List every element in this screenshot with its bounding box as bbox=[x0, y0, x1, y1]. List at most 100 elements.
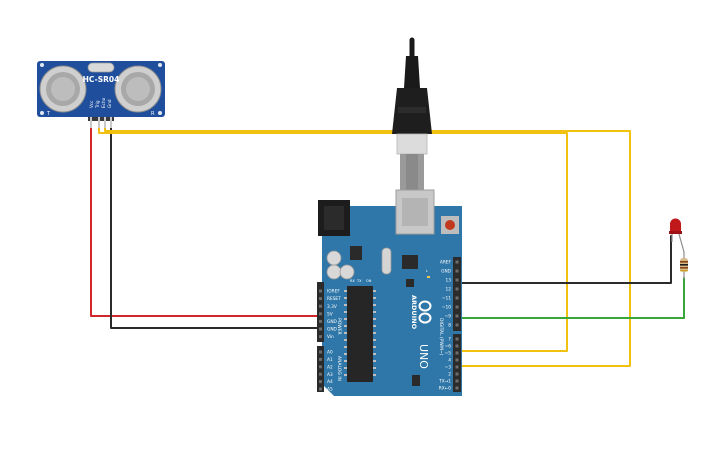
led-indicator-on-label: ON bbox=[366, 279, 372, 283]
wire-trig-yellow[interactable] bbox=[98, 126, 568, 352]
header-pin-label: A5 bbox=[327, 387, 333, 393]
header-pin-hole[interactable] bbox=[319, 312, 322, 316]
sensor-pin-label-trig: Trig bbox=[95, 100, 100, 109]
digital-header-upper bbox=[453, 257, 461, 331]
capacitor bbox=[326, 264, 342, 280]
header-pin-hole[interactable] bbox=[455, 260, 459, 264]
header-pin-hole[interactable] bbox=[319, 319, 322, 323]
header-pin-hole[interactable] bbox=[455, 358, 459, 362]
header-pin-label: 13 bbox=[446, 278, 452, 284]
usb-plug-band bbox=[398, 107, 426, 113]
resistor-band bbox=[680, 264, 688, 266]
digital-caption: DIGITAL (PWM~) bbox=[438, 318, 444, 356]
sensor-pin-label-gnd: Gnd bbox=[107, 99, 112, 108]
usb-cable[interactable] bbox=[392, 37, 432, 190]
small-chip bbox=[402, 255, 418, 269]
board-brand-label: ARDUINO bbox=[410, 295, 418, 330]
header-pin-label: 8 bbox=[448, 323, 451, 329]
arduino-logo bbox=[418, 300, 432, 324]
capacitor bbox=[326, 250, 342, 266]
header-pin-hole[interactable] bbox=[455, 365, 459, 369]
led-anode-leg bbox=[678, 233, 685, 253]
reset-button[interactable] bbox=[445, 220, 455, 230]
header-pin-label: GND bbox=[327, 319, 338, 325]
header-pin-hole[interactable] bbox=[319, 335, 322, 339]
sensor-mount-hole bbox=[40, 63, 44, 67]
sensor-pin-vcc[interactable] bbox=[90, 117, 92, 128]
header-pin-label: A1 bbox=[327, 357, 333, 363]
header-pin-hole[interactable] bbox=[455, 386, 459, 390]
led-indicator-rx-label: RX bbox=[350, 279, 355, 283]
header-pin-label: ~3 bbox=[445, 365, 452, 371]
arduino-uno-board[interactable]: L ON TX RX A bbox=[317, 189, 462, 396]
header-pin-label: RESET bbox=[327, 296, 341, 302]
header-pin-hole[interactable] bbox=[455, 379, 459, 383]
analog-header bbox=[317, 346, 324, 392]
sensor-crystal bbox=[87, 62, 115, 73]
header-pin-hole[interactable] bbox=[319, 350, 322, 354]
usb-plug-collar bbox=[396, 133, 428, 155]
power-caption: POWER bbox=[336, 318, 342, 335]
sensor-pin-label-vcc: Vcc bbox=[89, 100, 94, 108]
ultrasonic-sensor[interactable]: HC-SR04 T R Vcc Trig Echo Gnd bbox=[37, 61, 165, 128]
sensor-pin-echo[interactable] bbox=[104, 117, 106, 128]
header-pin-hole[interactable] bbox=[455, 344, 459, 348]
resistor-band bbox=[680, 267, 688, 269]
header-pin-hole[interactable] bbox=[455, 278, 459, 282]
header-pin-label: A4 bbox=[327, 379, 333, 385]
header-pin-hole[interactable] bbox=[455, 314, 459, 318]
header-pin-hole[interactable] bbox=[319, 372, 322, 376]
header-pin-hole[interactable] bbox=[319, 297, 322, 301]
wires bbox=[90, 126, 685, 367]
header-pin-hole[interactable] bbox=[455, 269, 459, 273]
led-indicator-l bbox=[427, 276, 430, 278]
header-pin-hole[interactable] bbox=[455, 351, 459, 355]
icsp-header bbox=[412, 375, 420, 386]
capacitor bbox=[339, 264, 355, 280]
header-pin-hole[interactable] bbox=[455, 296, 459, 300]
wire-5v-red[interactable] bbox=[90, 126, 324, 317]
crystal-oscillator bbox=[381, 247, 392, 275]
digital-header-lower bbox=[453, 334, 461, 392]
header-pin-hole[interactable] bbox=[319, 289, 322, 293]
header-pin-hole[interactable] bbox=[319, 387, 322, 391]
header-pin-hole[interactable] bbox=[455, 372, 459, 376]
header-pin-hole[interactable] bbox=[455, 337, 459, 341]
wire-led-gnd-black[interactable] bbox=[457, 235, 672, 284]
dc-power-jack-inner bbox=[324, 206, 344, 230]
header-pin-label: GND bbox=[441, 269, 452, 275]
resistor[interactable] bbox=[680, 252, 688, 279]
small-chip bbox=[406, 279, 414, 287]
header-pin-label: 4 bbox=[448, 358, 451, 364]
atmega-chip-pins bbox=[344, 290, 376, 376]
header-pin-hole[interactable] bbox=[319, 365, 322, 369]
header-pin-label: 7 bbox=[448, 337, 451, 343]
header-pin-label: 12 bbox=[446, 287, 452, 293]
header-pin-hole[interactable] bbox=[319, 304, 322, 308]
header-pin-label: RX←0 bbox=[439, 386, 452, 392]
red-led[interactable] bbox=[669, 218, 685, 253]
header-pin-label: 2 bbox=[448, 372, 451, 378]
sensor-mount-hole bbox=[40, 111, 44, 115]
led-body bbox=[670, 218, 681, 232]
led-indicator-tx-label: TX bbox=[356, 279, 362, 283]
resistor-band bbox=[680, 270, 688, 272]
sensor-mount-hole bbox=[158, 111, 162, 115]
header-pin-hole[interactable] bbox=[455, 287, 459, 291]
led-rim bbox=[669, 231, 682, 234]
wire-echo-yellow[interactable] bbox=[104, 126, 631, 367]
header-pin-label: AREF bbox=[440, 260, 452, 266]
wire-led-signal-green[interactable] bbox=[457, 277, 685, 319]
receiver-transducer bbox=[114, 65, 162, 113]
header-pin-hole[interactable] bbox=[455, 323, 459, 327]
header-pin-label: 3.3V bbox=[327, 304, 337, 310]
sensor-pin-trig[interactable] bbox=[98, 117, 100, 128]
header-pin-hole[interactable] bbox=[319, 357, 322, 361]
wire-gnd-black[interactable] bbox=[110, 126, 324, 329]
header-pin-hole[interactable] bbox=[319, 380, 322, 384]
header-pin-hole[interactable] bbox=[319, 327, 322, 331]
sensor-pin-gnd[interactable] bbox=[110, 117, 112, 128]
header-pin-hole[interactable] bbox=[455, 305, 459, 309]
